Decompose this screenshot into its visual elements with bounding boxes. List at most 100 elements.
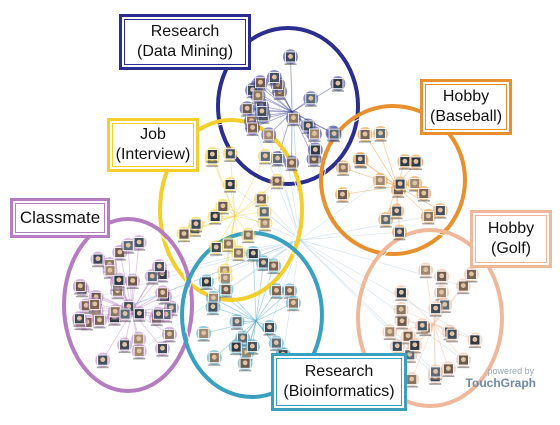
person-node[interactable] [283,49,298,65]
avatar-face [157,264,162,269]
person-node[interactable] [262,320,277,336]
node-caption [409,352,421,354]
node-caption [416,332,428,334]
person-node[interactable] [176,227,191,243]
person-node[interactable] [303,91,318,107]
node-caption [391,218,403,220]
node-caption [152,321,164,323]
person-node[interactable] [258,149,273,165]
node-caption [337,174,349,176]
person-node[interactable] [421,209,436,225]
avatar-face [263,153,268,158]
avatar-face [96,256,101,261]
node-caption [224,191,236,193]
node-caption [374,187,386,189]
person-node[interactable] [155,341,170,357]
person-node[interactable] [270,151,285,167]
person-node[interactable] [230,314,245,330]
avatar-face [287,288,292,293]
avatar-face [442,302,447,307]
person-node[interactable] [238,356,253,372]
avatar-face [433,306,438,311]
node-caption [309,156,321,158]
label-job-line2: (Interview) [116,145,191,165]
node-caption [419,334,431,336]
avatar-face [341,165,346,170]
node-caption [420,277,432,279]
person-node[interactable] [132,344,147,360]
person-node[interactable] [394,285,409,301]
avatar-face [236,250,241,255]
person-node[interactable] [196,326,211,342]
avatar-face [78,283,83,288]
person-node[interactable] [441,361,456,377]
person-node[interactable] [117,337,132,353]
node-caption [254,89,266,91]
node-caption [246,353,258,355]
node-caption [247,260,259,262]
person-node[interactable] [269,283,284,299]
node-caption [418,200,430,202]
avatar-face [136,336,141,341]
avatar-face [137,240,142,245]
person-node[interactable] [270,174,285,190]
avatar-face [167,331,172,336]
node-caption [159,303,171,305]
person-node[interactable] [373,173,388,189]
node-caption [384,338,396,340]
avatar-face [256,93,261,98]
avatar-face [358,156,363,161]
person-node[interactable] [382,324,397,340]
person-node[interactable] [358,127,373,143]
person-node[interactable] [286,296,301,312]
person-node[interactable] [397,154,412,170]
node-caption [274,98,286,100]
avatar-face [92,301,97,306]
person-node[interactable] [467,332,482,348]
avatar-face [243,360,248,365]
person-node[interactable] [373,126,388,142]
edge-cross [300,216,428,240]
person-node[interactable] [284,156,299,172]
avatar-face [399,290,404,295]
node-caption [217,213,229,215]
avatar-face [123,311,128,316]
avatar-face [420,323,425,328]
node-caption [332,90,344,92]
node-caption [308,166,320,168]
person-node[interactable] [418,263,433,279]
person-node[interactable] [125,274,140,290]
label-classmate: Classmate [10,198,110,238]
avatar-face [261,260,266,265]
watermark-powered-by: powered by [488,366,536,376]
avatar-face [260,109,265,114]
node-caption [354,166,366,168]
person-node[interactable] [336,160,351,176]
person-node[interactable] [207,350,222,366]
node-caption [74,293,86,295]
person-node[interactable] [392,225,407,241]
person-node[interactable] [162,327,177,343]
node-caption [112,298,124,300]
person-node[interactable] [416,186,431,202]
avatar-face [450,331,455,336]
person-node[interactable] [266,259,281,275]
label-golf-line2: (Golf) [491,239,531,259]
avatar-face [267,325,272,330]
person-node[interactable] [330,76,345,92]
person-node[interactable] [205,300,220,316]
person-node[interactable] [95,353,110,369]
avatar-face [363,132,368,137]
avatar-face [439,290,444,295]
node-caption [465,281,477,283]
person-node[interactable] [241,228,256,244]
person-node[interactable] [335,187,350,203]
avatar-face [412,181,417,186]
avatar-face [113,309,118,314]
person-node[interactable] [434,269,449,285]
node-caption [258,218,270,220]
label-bioinf-line2: (Bioinformatics) [283,382,394,402]
avatar-face [426,213,431,218]
person-node[interactable] [92,313,107,329]
